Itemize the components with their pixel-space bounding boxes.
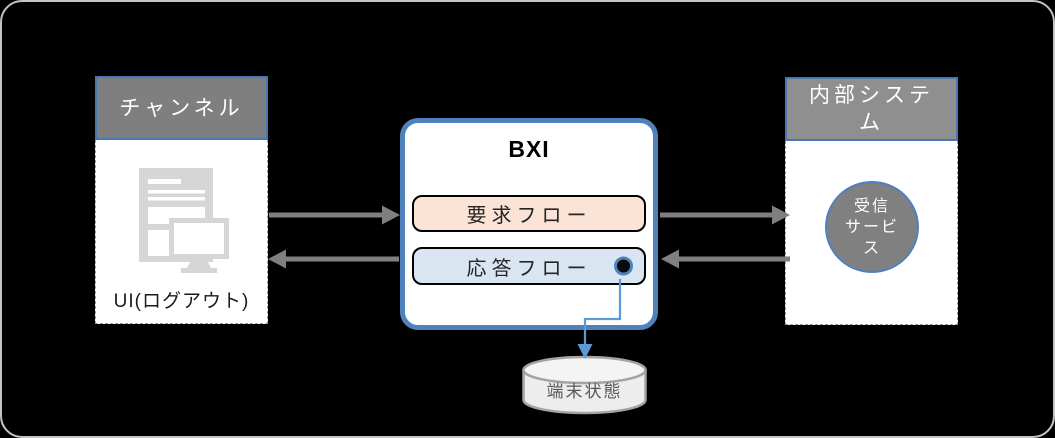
arrow-channel-to-bxi [269,205,400,225]
request-flow-bar: 要求フロー [412,195,646,232]
channel-device-label: UI(ログアウト) [113,291,250,312]
database-cylinder-icon [522,355,647,415]
internal-system-body: 受信 サービ ス [785,141,958,325]
receive-service-line3: ス [862,239,881,257]
bxi-box: BXI 要求フロー 応答フロー [400,118,658,330]
endpoint-circle-icon [614,256,633,276]
arrow-bxi-to-channel [268,249,399,269]
receive-service-line1: 受信 [853,197,890,215]
channel-header: チャンネル [95,76,268,140]
devices-icon [138,168,229,273]
arrow-bxi-to-internal [660,205,790,225]
arrow-internal-to-bxi [661,249,790,269]
receive-service-circle: 受信 サービ ス [825,181,919,273]
datastore-label: 端末状態 [546,382,623,401]
receive-service-line2: サービ [844,218,899,236]
response-flow-bar: 応答フロー [412,247,646,285]
internal-system-header: 内部システム [785,77,958,141]
channel-body: UI(ログアウト) [95,140,268,324]
response-flow-label: 応答フロー [466,257,592,280]
internal-system-box: 内部システム 受信 サービ ス [785,77,958,325]
channel-box: チャンネル UI(ログアウト) [95,76,268,324]
request-flow-label: 要求フロー [466,205,592,227]
bxi-title: BXI [508,136,550,162]
